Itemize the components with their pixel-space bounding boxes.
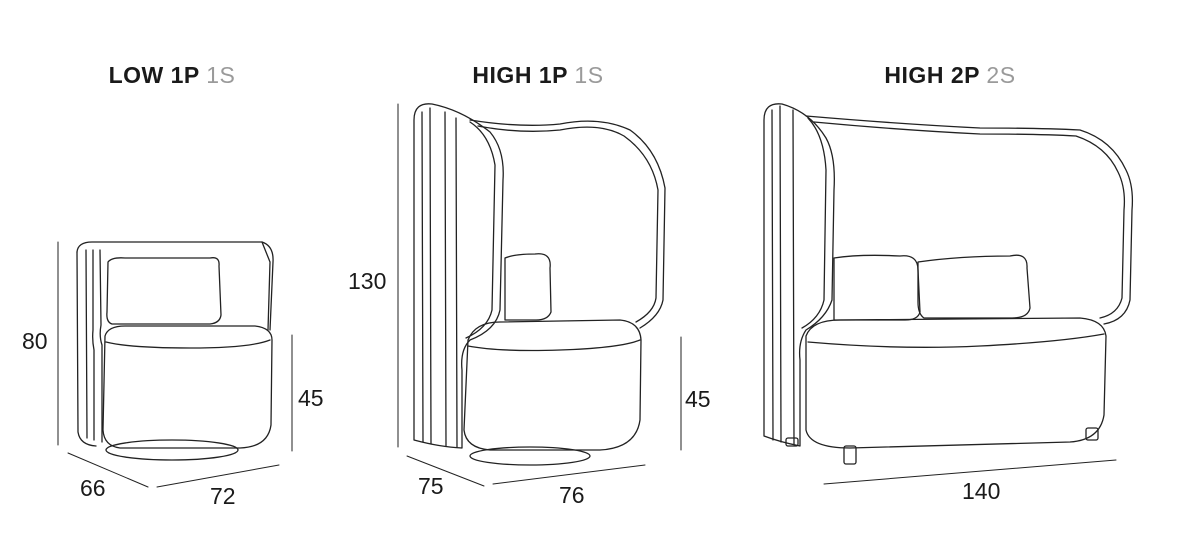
sofa-leg — [1085, 427, 1099, 441]
low-1p-depth-label: 66 — [80, 475, 106, 501]
high-1p-depth-label: 75 — [418, 473, 444, 499]
width-dimension-line — [823, 459, 1117, 485]
swivel-base — [105, 439, 239, 461]
shell-outline — [413, 103, 504, 449]
backrest — [469, 119, 666, 329]
low-1p-height-label: 80 — [22, 328, 48, 354]
product-name: LOW 1P — [108, 62, 200, 88]
product-code: 1S — [574, 62, 604, 88]
backrest — [805, 115, 1134, 325]
sofa-leg — [843, 445, 857, 465]
width-dimension-line — [156, 464, 280, 488]
product-name: HIGH 2P — [884, 62, 980, 88]
product-title-high-2p: HIGH 2P 2S — [884, 62, 1015, 89]
product-code: 2S — [986, 62, 1016, 88]
low-1p-width-label: 72 — [210, 483, 236, 509]
seat-body — [463, 319, 642, 451]
back-cushion-right — [917, 254, 1031, 319]
back-cushion — [106, 257, 222, 325]
depth-dimension-line — [67, 452, 149, 488]
seat-body — [805, 317, 1107, 449]
high-1p-seat-height-label: 45 — [685, 386, 711, 412]
back-cushion-left — [833, 254, 921, 321]
product-code: 1S — [206, 62, 236, 88]
width-dimension-line — [492, 464, 646, 485]
depth-dimension-line — [406, 455, 485, 487]
high-1p-width-label: 76 — [559, 482, 585, 508]
seat-body — [102, 325, 273, 449]
product-title-high-1p: HIGH 1P 1S — [472, 62, 603, 89]
sofa-leg — [785, 437, 799, 447]
high-1p-chair-drawing — [397, 103, 682, 487]
high-2p-sofa-drawing — [763, 103, 1134, 485]
low-1p-seat-height-label: 45 — [298, 385, 324, 411]
high-2p-width-label: 140 — [962, 478, 1001, 504]
low-1p-chair-drawing — [57, 241, 293, 488]
product-title-low-1p: LOW 1P 1S — [109, 62, 236, 89]
product-name: HIGH 1P — [472, 62, 568, 88]
shell-outline — [763, 103, 835, 447]
swivel-base — [469, 446, 591, 466]
back-cushion — [504, 253, 552, 321]
high-1p-height-label: 130 — [348, 268, 387, 294]
